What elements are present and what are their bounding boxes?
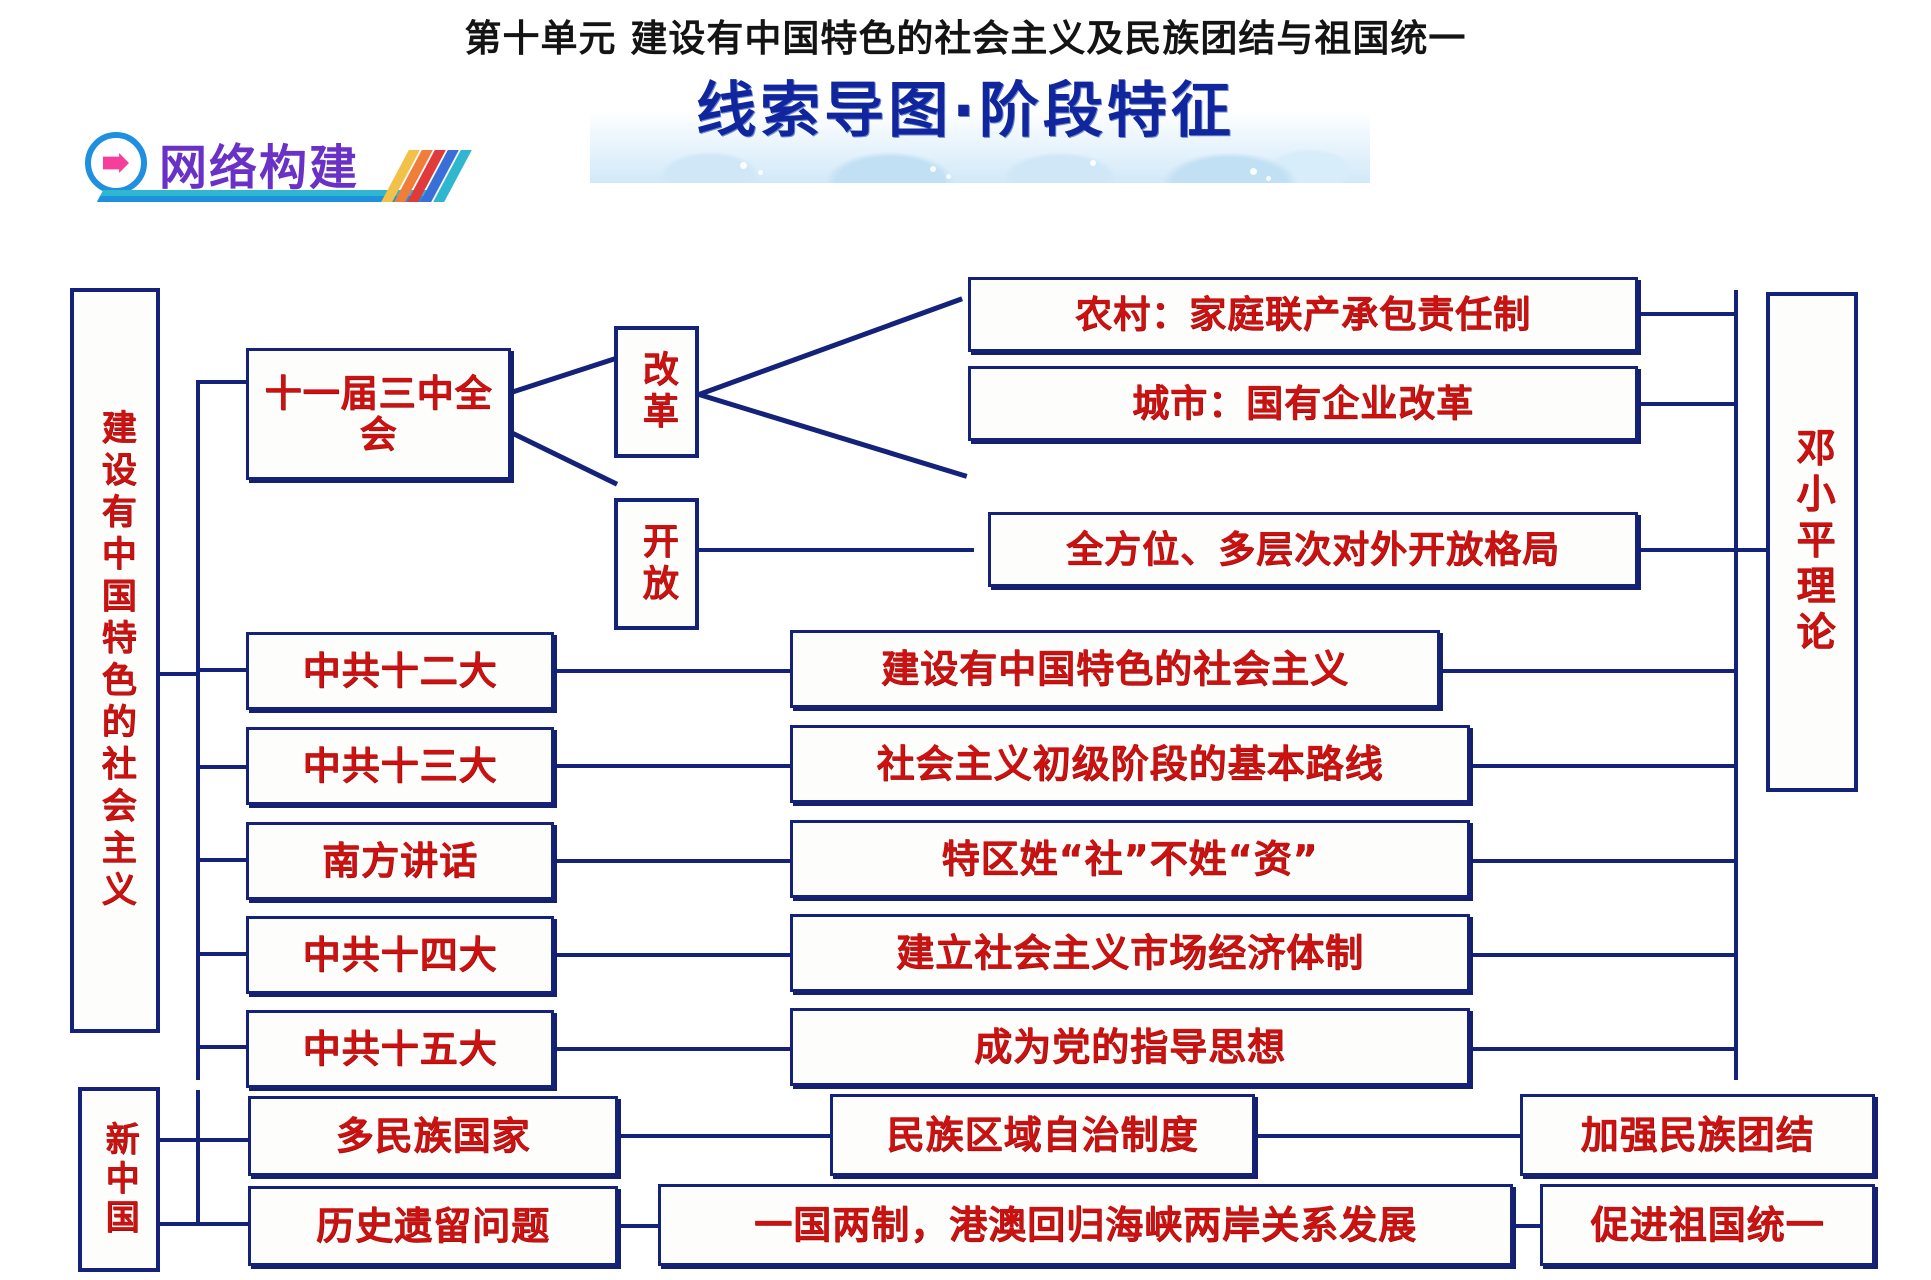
connector-n1-open <box>509 430 619 487</box>
circle-arrow-icon <box>85 132 147 194</box>
node-result-socialism-chinese: 建设有中国特色的社会主义 <box>790 630 1440 708</box>
connector-rural-right <box>1638 312 1738 316</box>
connector-result15-right <box>1470 953 1736 957</box>
connector-result14-right <box>1470 859 1736 863</box>
node-opening: 开放 <box>614 498 699 630</box>
node-reform: 改革 <box>614 326 699 458</box>
node-promote-reunification: 促进祖国统一 <box>1540 1184 1875 1266</box>
node-cpc-13th: 中共十三大 <box>246 727 554 805</box>
section-badge-label: 网络构建 <box>159 140 360 196</box>
connector-stub-cpc14 <box>196 952 248 956</box>
connector-southtalk-result <box>554 859 794 863</box>
connector-result12-right <box>1440 669 1736 673</box>
node-cpc-12th: 中共十二大 <box>246 632 554 710</box>
connector-cpc12-result <box>554 669 794 673</box>
connector-newchina-stub2 <box>160 1222 250 1226</box>
node-result-market-economy: 建立社会主义市场经济体制 <box>790 914 1470 992</box>
connector-onecountry-reunify <box>1513 1224 1543 1228</box>
connector-legacy-onecountry <box>618 1224 660 1228</box>
section-badge: 网络构建 <box>85 128 359 198</box>
node-11th-3rd-plenum: 十一届三中全会 <box>246 348 511 480</box>
node-strengthen-ethnic-unity: 加强民族团结 <box>1520 1094 1875 1176</box>
connector-result16-right <box>1470 1047 1736 1051</box>
connector-reform-rural <box>698 296 963 397</box>
node-city-soe-reform: 城市：国有企业改革 <box>968 366 1638 441</box>
connector-n1-reform <box>510 356 617 395</box>
node-new-china: 新中国 <box>78 1087 160 1272</box>
node-cpc-15th: 中共十五大 <box>246 1010 554 1088</box>
connector-stub-cpc15 <box>196 1045 248 1049</box>
connector-cpc13-result <box>554 764 794 768</box>
unit-title: 第十单元 建设有中国特色的社会主义及民族团结与祖国统一 <box>464 17 1467 60</box>
connector-pattern-right <box>1638 548 1738 552</box>
connector-autonomy-unity <box>1255 1134 1520 1138</box>
node-regional-autonomy: 民族区域自治制度 <box>830 1094 1255 1176</box>
connector-reform-city <box>698 392 968 479</box>
node-one-country-two-systems: 一国两制，港澳回归海峡两岸关系发展 <box>658 1184 1513 1266</box>
connector-stub-n1 <box>196 380 248 384</box>
page-title: 线索导图·阶段特征 <box>696 76 1235 146</box>
node-cpc-14th: 中共十四大 <box>246 916 554 994</box>
connector-open-pattern <box>699 548 974 552</box>
connector-cpc14-result <box>554 953 794 957</box>
node-result-sez-surname: 特区姓“社”不姓“资” <box>790 820 1470 898</box>
node-deng-theory: 邓小平理论 <box>1766 292 1858 792</box>
node-result-primary-stage-line: 社会主义初级阶段的基本路线 <box>790 725 1470 803</box>
ribbon-decoration <box>381 150 472 202</box>
node-multiethnic-country: 多民族国家 <box>248 1096 618 1176</box>
node-rural-household-contract: 农村：家庭联产承包责任制 <box>968 277 1638 352</box>
node-south-talk: 南方讲话 <box>246 822 554 900</box>
connector-right-spine <box>1734 290 1738 1080</box>
connector-cpc15-result <box>554 1047 794 1051</box>
connector-stub-cpc13 <box>196 765 248 769</box>
connector-city-right <box>1638 402 1738 406</box>
node-result-guiding-ideology: 成为党的指导思想 <box>790 1008 1470 1086</box>
node-opening-pattern: 全方位、多层次对外开放格局 <box>988 512 1638 587</box>
connector-newchina-stub1 <box>160 1138 250 1142</box>
node-historical-legacy: 历史遗留问题 <box>248 1186 618 1266</box>
connector-multiethnic-autonomy <box>618 1134 833 1138</box>
connector-stub-southtalk <box>196 858 248 862</box>
connector-newchina-spine <box>196 1090 200 1225</box>
connector-stub-cpc12 <box>196 668 248 672</box>
node-root-socialism: 建设有中国特色的社会主义 <box>70 288 160 1033</box>
connector-root-stub <box>160 672 200 676</box>
connector-root-spine <box>196 380 200 1080</box>
connector-result13-right <box>1470 764 1736 768</box>
